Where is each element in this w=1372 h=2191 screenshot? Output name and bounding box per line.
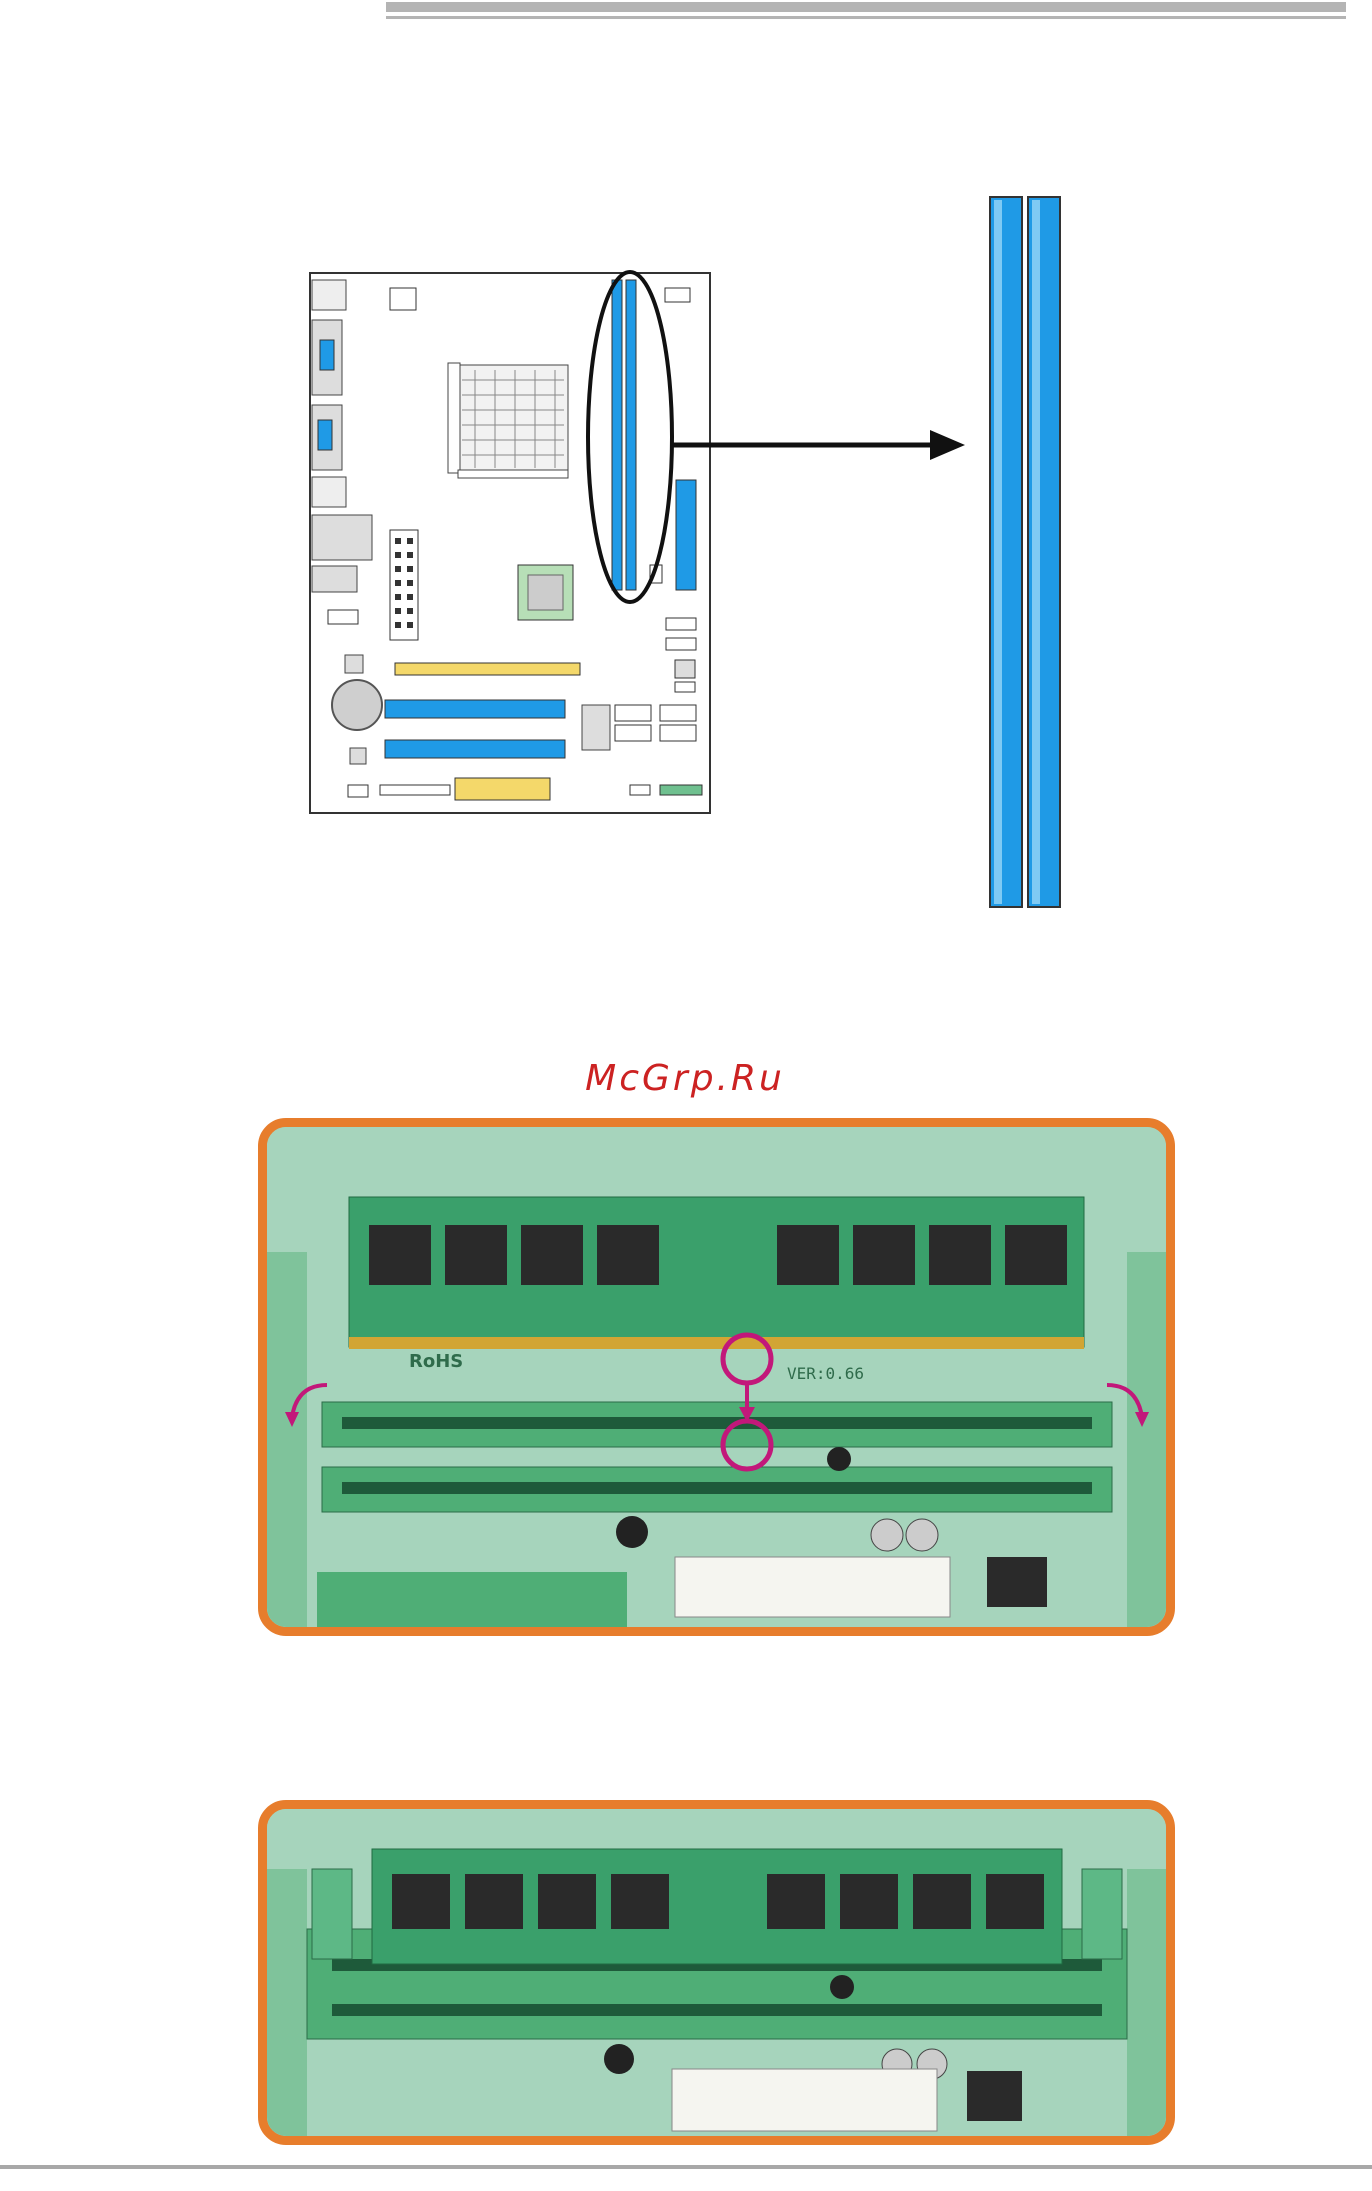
motherboard-layout-diagram bbox=[300, 180, 1100, 910]
version-label: VER:0.66 bbox=[787, 1364, 864, 1383]
memory-installed-photo bbox=[258, 1800, 1175, 2145]
rohs-label: RoHS bbox=[409, 1351, 463, 1372]
dimm-slot-enlarged bbox=[990, 197, 1060, 907]
memory-module bbox=[349, 1197, 1084, 1349]
header-rule-secondary bbox=[386, 16, 1346, 19]
memory-module-seated bbox=[372, 1849, 1062, 1964]
memory-installation-photo: RoHS VER:0.66 bbox=[258, 1118, 1175, 1636]
header-rule bbox=[386, 2, 1346, 12]
cpu-socket bbox=[448, 363, 568, 478]
footer-rule bbox=[0, 2165, 1372, 2169]
watermark: McGrp.Ru bbox=[560, 1058, 810, 1099]
